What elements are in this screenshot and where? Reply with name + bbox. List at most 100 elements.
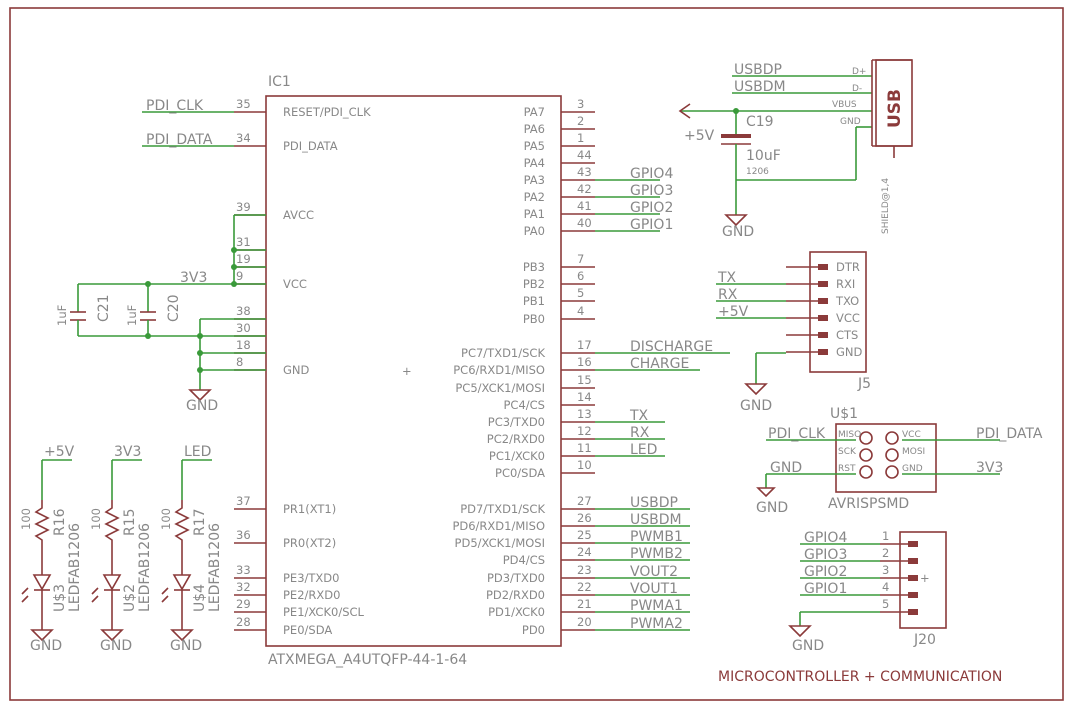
j5-pin-pad <box>818 264 828 270</box>
gnd-label-j20: GND <box>792 638 824 654</box>
ic1-pin-num: 5 <box>577 286 584 300</box>
resistor-value: 100 <box>89 508 103 530</box>
gnd-label-isp: GND <box>756 500 788 516</box>
ic1-pin-num: 34 <box>236 131 251 145</box>
ic1-pin-num: 35 <box>236 97 251 111</box>
svg-text:D+: D+ <box>852 67 866 77</box>
svg-text:VCC: VCC <box>902 430 921 440</box>
ic1-body <box>265 95 562 647</box>
ic1-pin-num: 16 <box>577 355 592 369</box>
svg-text:D-: D- <box>852 84 862 94</box>
ic1-pin-label: PA6 <box>524 122 545 136</box>
ic1-pin-label: RESET/PDI_CLK <box>283 105 371 119</box>
j5-pin-pad <box>818 315 828 321</box>
j5-pin-label: GND <box>836 345 863 359</box>
ic1-left-nets: PDI_CLK PDI_DATA 3V3 1uF C21 1uF C20 <box>55 98 266 414</box>
ic1-pin-num: 30 <box>236 321 251 335</box>
net-tx: TX <box>629 408 649 424</box>
j20-pin-num: 2 <box>882 546 889 560</box>
ic1-pin-num: 6 <box>577 269 584 283</box>
led-name: U$3 <box>52 584 68 612</box>
net-discharge: DISCHARGE <box>630 339 713 355</box>
ic1-pin-num: 23 <box>577 563 592 577</box>
net-pwmb2: PWMB2 <box>630 546 683 562</box>
c21-value: 1uF <box>55 305 69 326</box>
avrisp-name: U$1 <box>830 406 858 422</box>
ic1-pin-label: PD0 <box>522 623 545 637</box>
svg-text:SCK: SCK <box>838 447 857 457</box>
gnd-label: GND <box>100 638 132 654</box>
led-name: U$4 <box>192 584 208 612</box>
ic1-pin-label: VCC <box>283 277 307 291</box>
resistor <box>104 500 120 548</box>
usb-connector[interactable]: USBDP USBDM +5V C19 10uF 1206 GND D+ D- … <box>678 59 913 240</box>
ic1-pin-label: PD1/XCK0 <box>488 605 545 619</box>
ic1-pin-label: PD7/TXD1/SCK <box>460 502 545 516</box>
avrisp-header[interactable]: U$1 AVRISPSMD MISO SCK RST VCC MOSI GND … <box>756 406 1043 516</box>
ic1-pin-num: 13 <box>577 407 592 421</box>
ic1-pin-label: PD2/RXD0 <box>486 588 545 602</box>
j20-name: J20 <box>913 632 936 648</box>
led-part: LEDFAB1206 <box>207 523 223 612</box>
ic1-part: ATXMEGA_A4UTQFP-44-1-64 <box>268 652 467 668</box>
net-pdi-clk-isp: PDI_CLK <box>768 426 826 442</box>
net-tx-j5: TX <box>717 270 737 286</box>
j20-body <box>899 531 947 629</box>
ic1-pin-label: PC5/XCK1/MOSI <box>455 381 545 395</box>
ic1-pin-num: 21 <box>577 597 592 611</box>
ic1-pin-label: PA2 <box>524 190 545 204</box>
j5-pin-pad <box>818 281 828 287</box>
j20-pin-pad <box>908 541 918 547</box>
ic1-pin-num: 3 <box>577 97 584 111</box>
ic1-pin-num: 24 <box>577 545 592 559</box>
net-gpio1-j20: GPIO1 <box>804 581 847 597</box>
ic1-pin-label: PB2 <box>523 277 545 291</box>
ic1-pin-num: 10 <box>577 458 592 472</box>
ic1-pin-num: 17 <box>577 338 592 352</box>
ic1-pin-label: PA7 <box>524 105 545 119</box>
ic1-pin-num: 22 <box>577 580 592 594</box>
ic1-pin-num: 27 <box>577 494 592 508</box>
c19-value: 10uF <box>746 148 781 164</box>
c19-name: C19 <box>746 114 774 130</box>
net-label-pdi-clk: PDI_CLK <box>146 98 204 114</box>
ic1-pin-label: PC1/XCK0 <box>489 449 545 463</box>
svg-text:MOSI: MOSI <box>902 447 925 457</box>
ic1-pin-num: 9 <box>236 269 243 283</box>
gnd-symbol <box>100 629 124 642</box>
net-charge: CHARGE <box>630 356 689 372</box>
ic1[interactable]: IC1 ATXMEGA_A4UTQFP-44-1-64 + 35RESET/PD… <box>234 74 595 668</box>
ic1-pin-num: 33 <box>236 563 251 577</box>
gnd-label-j5: GND <box>740 398 772 414</box>
net-rx: RX <box>630 425 650 441</box>
led-supply-label: 3V3 <box>114 444 141 460</box>
ic1-pin-label: PC0/SDA <box>495 466 545 480</box>
ic1-pin-label: PA5 <box>524 139 545 153</box>
net-5v-usb: +5V <box>684 128 715 144</box>
j20-pin-pad <box>908 592 918 598</box>
svg-text:VBUS: VBUS <box>832 100 857 110</box>
net-usbdp-usb: USBDP <box>734 62 782 78</box>
ic1-pin-num: 29 <box>236 597 251 611</box>
avrisp-part: AVRISPSMD <box>828 496 909 512</box>
ic1-pin-label: PR1(XT1) <box>283 502 336 516</box>
ic1-pin-label: PC7/TXD1/SCK <box>461 346 545 360</box>
ic1-pin-label: PD4/CS <box>503 553 545 567</box>
net-rx-j5: RX <box>718 287 738 303</box>
gnd-label: GND <box>170 638 202 654</box>
net-led: LED <box>630 442 657 458</box>
ic1-pin-num: 37 <box>236 494 251 508</box>
led-symbol <box>172 574 192 591</box>
j5-body <box>809 251 867 373</box>
ic1-pin-num: 2 <box>577 114 584 128</box>
ic1-pin-num: 8 <box>236 355 243 369</box>
net-3v3-isp: 3V3 <box>976 460 1003 476</box>
ic1-pin-num: 26 <box>577 511 592 525</box>
ic1-pin-label: PB0 <box>523 312 545 326</box>
net-vout2: VOUT2 <box>630 564 678 580</box>
gnd-symbol <box>170 629 194 642</box>
